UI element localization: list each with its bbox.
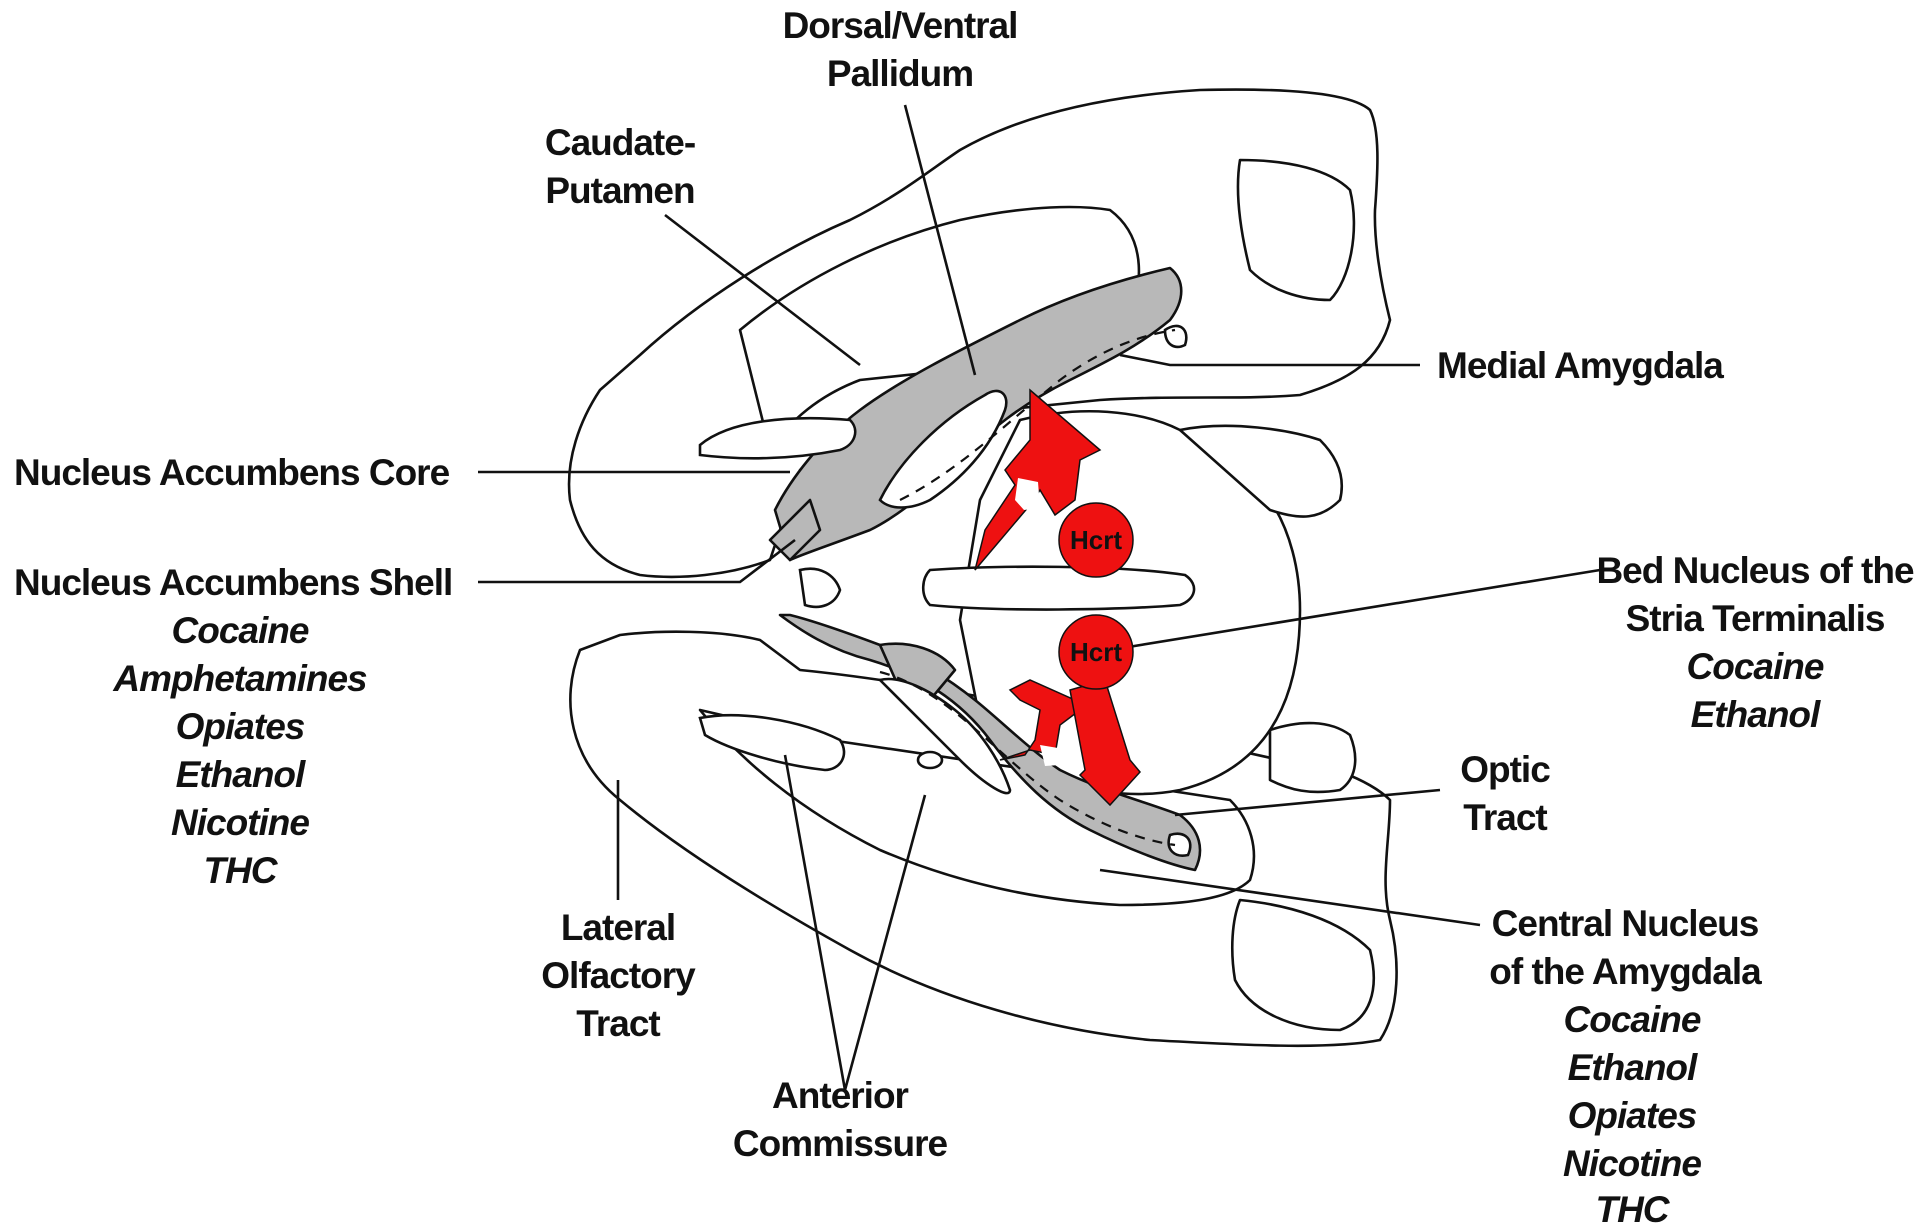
label-line: Putamen <box>545 170 694 211</box>
label-line: Anterior <box>772 1075 909 1116</box>
label-caudate-putamen: Caudate- Putamen <box>545 122 695 211</box>
label-line: Olfactory <box>541 955 696 996</box>
label-lateral-olfactory-tract: Lateral Olfactory Tract <box>541 907 696 1044</box>
drug-item: Ethanol <box>1691 694 1821 735</box>
label-line: Optic <box>1460 749 1550 790</box>
label-nucleus-accumbens-core: Nucleus Accumbens Core <box>14 452 450 493</box>
drug-item: THC <box>203 850 278 891</box>
drug-item: Opiates <box>176 706 305 747</box>
drug-item: Ethanol <box>1568 1047 1698 1088</box>
label-anterior-commissure: Anterior Commissure <box>733 1075 948 1164</box>
label-line: Stria Terminalis <box>1626 598 1885 639</box>
hcrt-label-top: Hcrt <box>1070 525 1122 555</box>
label-line: Nucleus Accumbens Shell <box>14 562 452 603</box>
drug-item: Cocaine <box>172 610 309 651</box>
label-central-nucleus: Central Nucleus of the Amygdala Cocaine … <box>1489 903 1762 1226</box>
drug-item: THC <box>1595 1189 1670 1226</box>
label-dorsal-ventral-pallidum: Dorsal/Ventral Pallidum <box>783 5 1018 94</box>
hcrt-label-bottom: Hcrt <box>1070 637 1122 667</box>
label-medial-amygdala: Medial Amygdala <box>1437 345 1724 386</box>
label-line: Dorsal/Ventral <box>783 5 1018 46</box>
label-line: Lateral <box>561 907 675 948</box>
label-line: Tract <box>576 1003 660 1044</box>
label-line: Caudate- <box>545 122 695 163</box>
label-line: of the Amygdala <box>1489 951 1762 992</box>
drug-item: Cocaine <box>1687 646 1824 687</box>
label-optic-tract: Optic Tract <box>1460 749 1550 838</box>
label-line: Commissure <box>733 1123 948 1164</box>
label-line: Pallidum <box>827 53 973 94</box>
label-nucleus-accumbens-shell: Nucleus Accumbens Shell Cocaine Amphetam… <box>14 562 452 891</box>
label-line: Bed Nucleus of the <box>1596 550 1914 591</box>
drug-item: Ethanol <box>176 754 306 795</box>
drug-item: Cocaine <box>1564 999 1701 1040</box>
drug-item: Nicotine <box>171 802 309 843</box>
drug-item: Amphetamines <box>112 658 367 699</box>
label-bed-nucleus: Bed Nucleus of the Stria Terminalis Coca… <box>1596 550 1914 735</box>
label-line: Tract <box>1463 797 1547 838</box>
label-line: Central Nucleus <box>1492 903 1759 944</box>
drug-item: Opiates <box>1568 1095 1697 1136</box>
drug-item: Nicotine <box>1563 1143 1701 1184</box>
